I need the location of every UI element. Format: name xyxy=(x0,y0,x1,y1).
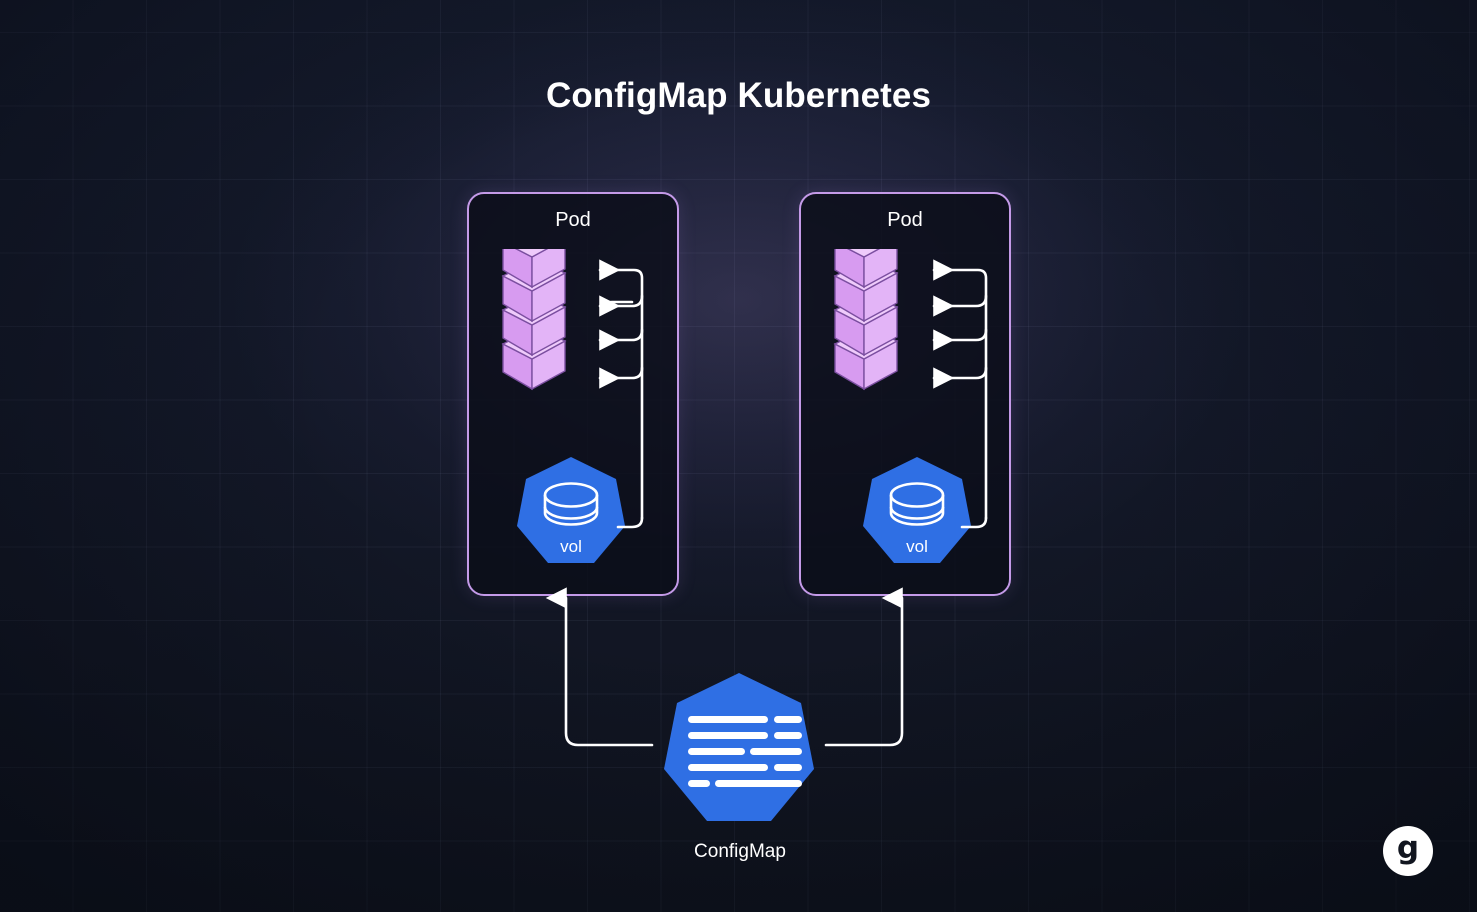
configmap-node xyxy=(662,671,816,823)
configmap-label: ConfigMap xyxy=(694,841,786,862)
container-cube-stack xyxy=(499,249,573,399)
logo-glyph: g xyxy=(1396,829,1420,866)
volume-label: vol xyxy=(560,537,582,556)
config-lines-icon xyxy=(688,716,802,787)
volume-node-left: vol xyxy=(515,455,627,565)
heptagon-shape xyxy=(517,457,625,563)
volume-node-right: vol xyxy=(861,455,973,565)
pod-label: Pod xyxy=(555,209,591,231)
volume-label: vol xyxy=(906,537,928,556)
pod-label: Pod xyxy=(887,209,923,231)
geekflare-logo[interactable]: g xyxy=(1383,826,1433,876)
container-cube xyxy=(502,249,566,289)
database-cylinder-icon xyxy=(543,482,599,526)
heptagon-shape xyxy=(664,673,814,821)
container-cube xyxy=(834,249,898,289)
container-cube-stack xyxy=(831,249,905,399)
page-title: ConfigMap Kubernetes xyxy=(545,76,932,115)
